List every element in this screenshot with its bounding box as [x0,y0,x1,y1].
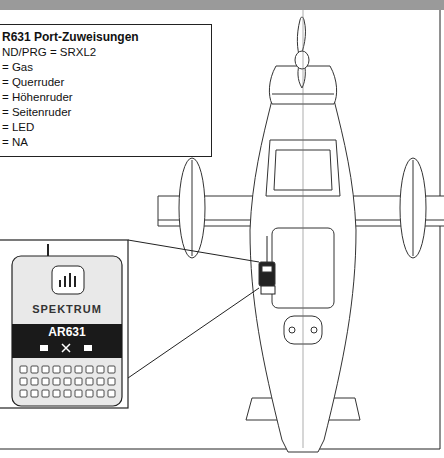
pin [53,390,60,397]
pin [31,378,38,385]
pin [108,378,115,385]
pin [108,366,115,373]
frame [0,10,440,449]
pin [42,366,49,373]
pin [20,378,27,385]
pin [97,366,104,373]
heading: R631 Port-Zuweisungen [2,29,205,45]
callout-leaders [128,240,259,378]
pin [64,378,71,385]
pin [86,366,93,373]
pin [97,390,104,397]
pin [108,390,115,397]
port-assignment-box: R631 Port-ZuweisungenND/PRG = SRXL2= Gas… [0,24,212,157]
text-line: = Höhenruder [2,90,205,105]
receiver-body: SPEKTRUM AR631 [12,256,122,406]
heading: SPEKTRUM [12,302,122,316]
pin [75,366,82,373]
receiver-inset [0,240,128,408]
text-line: ND/PRG = SRXL2 [2,45,205,60]
pin [75,390,82,397]
pin [97,378,104,385]
pin [64,390,71,397]
pin [53,378,60,385]
pin [75,378,82,385]
pin [86,378,93,385]
text-line: = Gas [2,60,205,75]
text-line: AR631 [12,325,122,339]
pin [42,390,49,397]
pin [31,366,38,373]
text-line: = LED [2,120,205,135]
pin [53,366,60,373]
pin [20,366,27,373]
text-line: = Seitenruder [2,105,205,120]
header-bar [0,0,444,10]
text-line: = Querruder [2,75,205,90]
pin [64,366,71,373]
text-line: = NA [2,135,205,150]
pin [31,390,38,397]
pin [20,390,27,397]
pin [42,378,49,385]
pin [86,390,93,397]
